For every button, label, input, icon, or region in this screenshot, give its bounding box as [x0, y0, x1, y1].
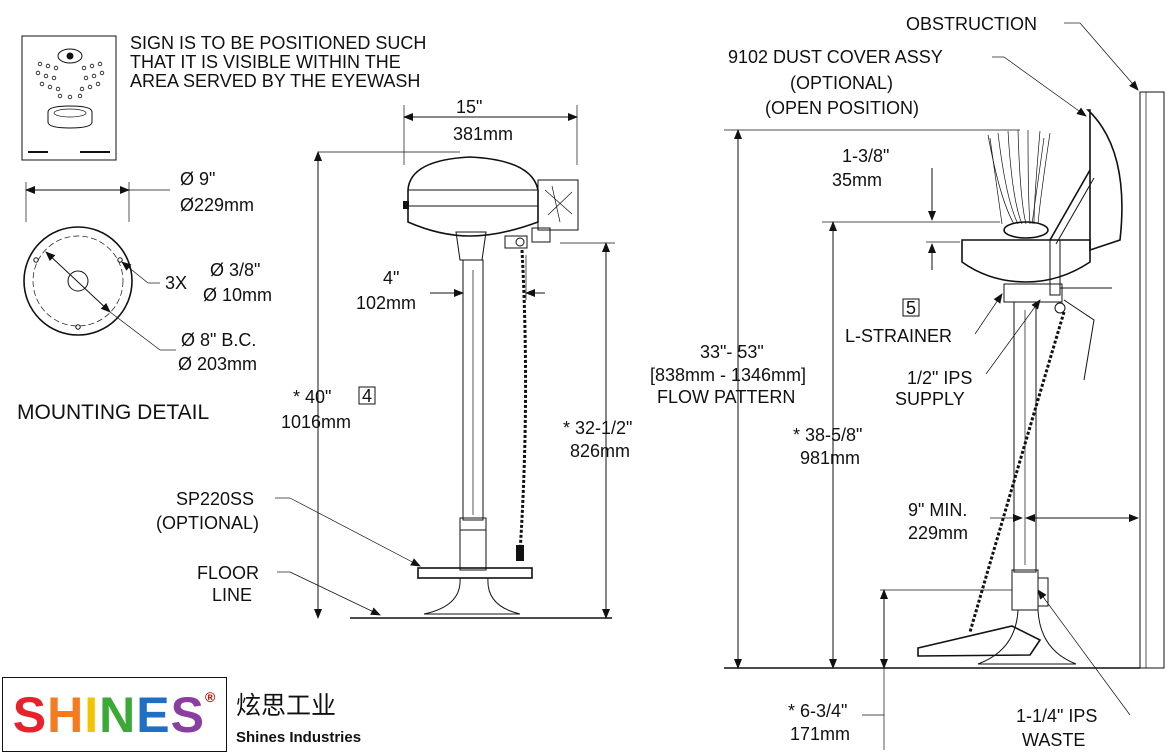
front-offset-mm: 102mm [356, 293, 416, 313]
company-name-chinese: 炫思工业 [236, 691, 337, 720]
note-4-box [358, 386, 376, 405]
bowl-height-mm: 981mm [800, 448, 860, 468]
mount-bc-in: Ø 8" B.C. [181, 330, 256, 350]
front-offset-in: 4" [383, 268, 399, 288]
waste-line-1: 1-1/4" IPS [1016, 706, 1097, 726]
logo-letter: N [99, 686, 137, 743]
front-view-drawing [275, 105, 615, 619]
accessory-line-2: (OPTIONAL) [156, 513, 259, 533]
spray-dots-icon [35, 61, 105, 100]
note-5-box [902, 298, 920, 317]
sign-note-line-2: THAT IT IS VISIBLE WITHIN THE [130, 52, 401, 72]
flow-pattern-line-1: 33"- 53" [700, 342, 764, 362]
eye-icon [57, 48, 83, 64]
mount-hole-in: Ø 3/8" [210, 260, 260, 280]
shines-logo: SHINES® [2, 677, 227, 752]
eyewash-sign [21, 35, 117, 161]
mount-hole-mm: Ø 10mm [203, 285, 272, 305]
spray-height-in: 1-3/8" [842, 146, 889, 166]
registered-mark: ® [204, 688, 217, 705]
front-pedal-in: * 32-1/2" [563, 418, 632, 438]
mounting-plate-drawing [23, 182, 176, 351]
front-pedal-mm: 826mm [570, 441, 630, 461]
dust-cover-line-2: (OPTIONAL) [790, 73, 893, 93]
front-note-4: 4 [362, 386, 372, 406]
wall-clearance-in: 9" MIN. [908, 500, 967, 520]
logo-letter: I [84, 686, 100, 743]
obstruction-label: OBSTRUCTION [906, 14, 1037, 34]
side-note-5: 5 [906, 298, 916, 318]
front-height-in: * 40" [293, 387, 331, 407]
front-width-mm: 381mm [453, 124, 513, 144]
mount-holes-qty: 3X [165, 273, 187, 293]
front-height-mm: 1016mm [281, 412, 351, 432]
accessory-line-1: SP220SS [176, 489, 254, 509]
waste-line-2: WASTE [1022, 730, 1085, 750]
l-strainer-label: L-STRAINER [845, 326, 952, 346]
spray-height-mm: 35mm [832, 170, 882, 190]
sign-note-line-3: AREA SERVED BY THE EYEWASH [130, 71, 420, 91]
sign-note-line-1: SIGN IS TO BE POSITIONED SUCH [130, 33, 426, 53]
waste-height-mm: 171mm [790, 724, 850, 744]
logo-letter: H [47, 686, 85, 743]
company-name-english: Shines Industries [236, 729, 362, 746]
floor-line-1: FLOOR [197, 563, 259, 583]
floor-line-2: LINE [212, 585, 252, 605]
side-view-drawing [724, 22, 1165, 750]
eyewash-bowl-icon [47, 105, 93, 129]
wall-clearance-mm: 229mm [908, 523, 968, 543]
supply-line-1: 1/2" IPS [907, 368, 972, 388]
mount-dia-mm: Ø229mm [180, 195, 254, 215]
bowl-height-in: * 38-5/8" [793, 425, 862, 445]
dust-cover-line-3: (OPEN POSITION) [765, 98, 919, 118]
flow-pattern-line-2: [838mm - 1346mm] [650, 365, 806, 385]
flow-pattern-line-3: FLOW PATTERN [657, 387, 795, 407]
mount-dia-in: Ø 9" [180, 169, 215, 189]
logo-letter: E [136, 686, 171, 743]
mount-bc-mm: Ø 203mm [178, 354, 257, 374]
logo-letter: S [12, 686, 48, 743]
mounting-detail-title: MOUNTING DETAIL [17, 401, 209, 424]
waste-height-in: * 6-3/4" [788, 701, 847, 721]
logo-letter: S [170, 686, 205, 743]
front-width-in: 15" [456, 97, 482, 117]
supply-line-2: SUPPLY [895, 389, 965, 409]
logo-wordmark: SHINES® [13, 690, 217, 740]
dust-cover-line-1: 9102 DUST COVER ASSY [728, 47, 943, 67]
